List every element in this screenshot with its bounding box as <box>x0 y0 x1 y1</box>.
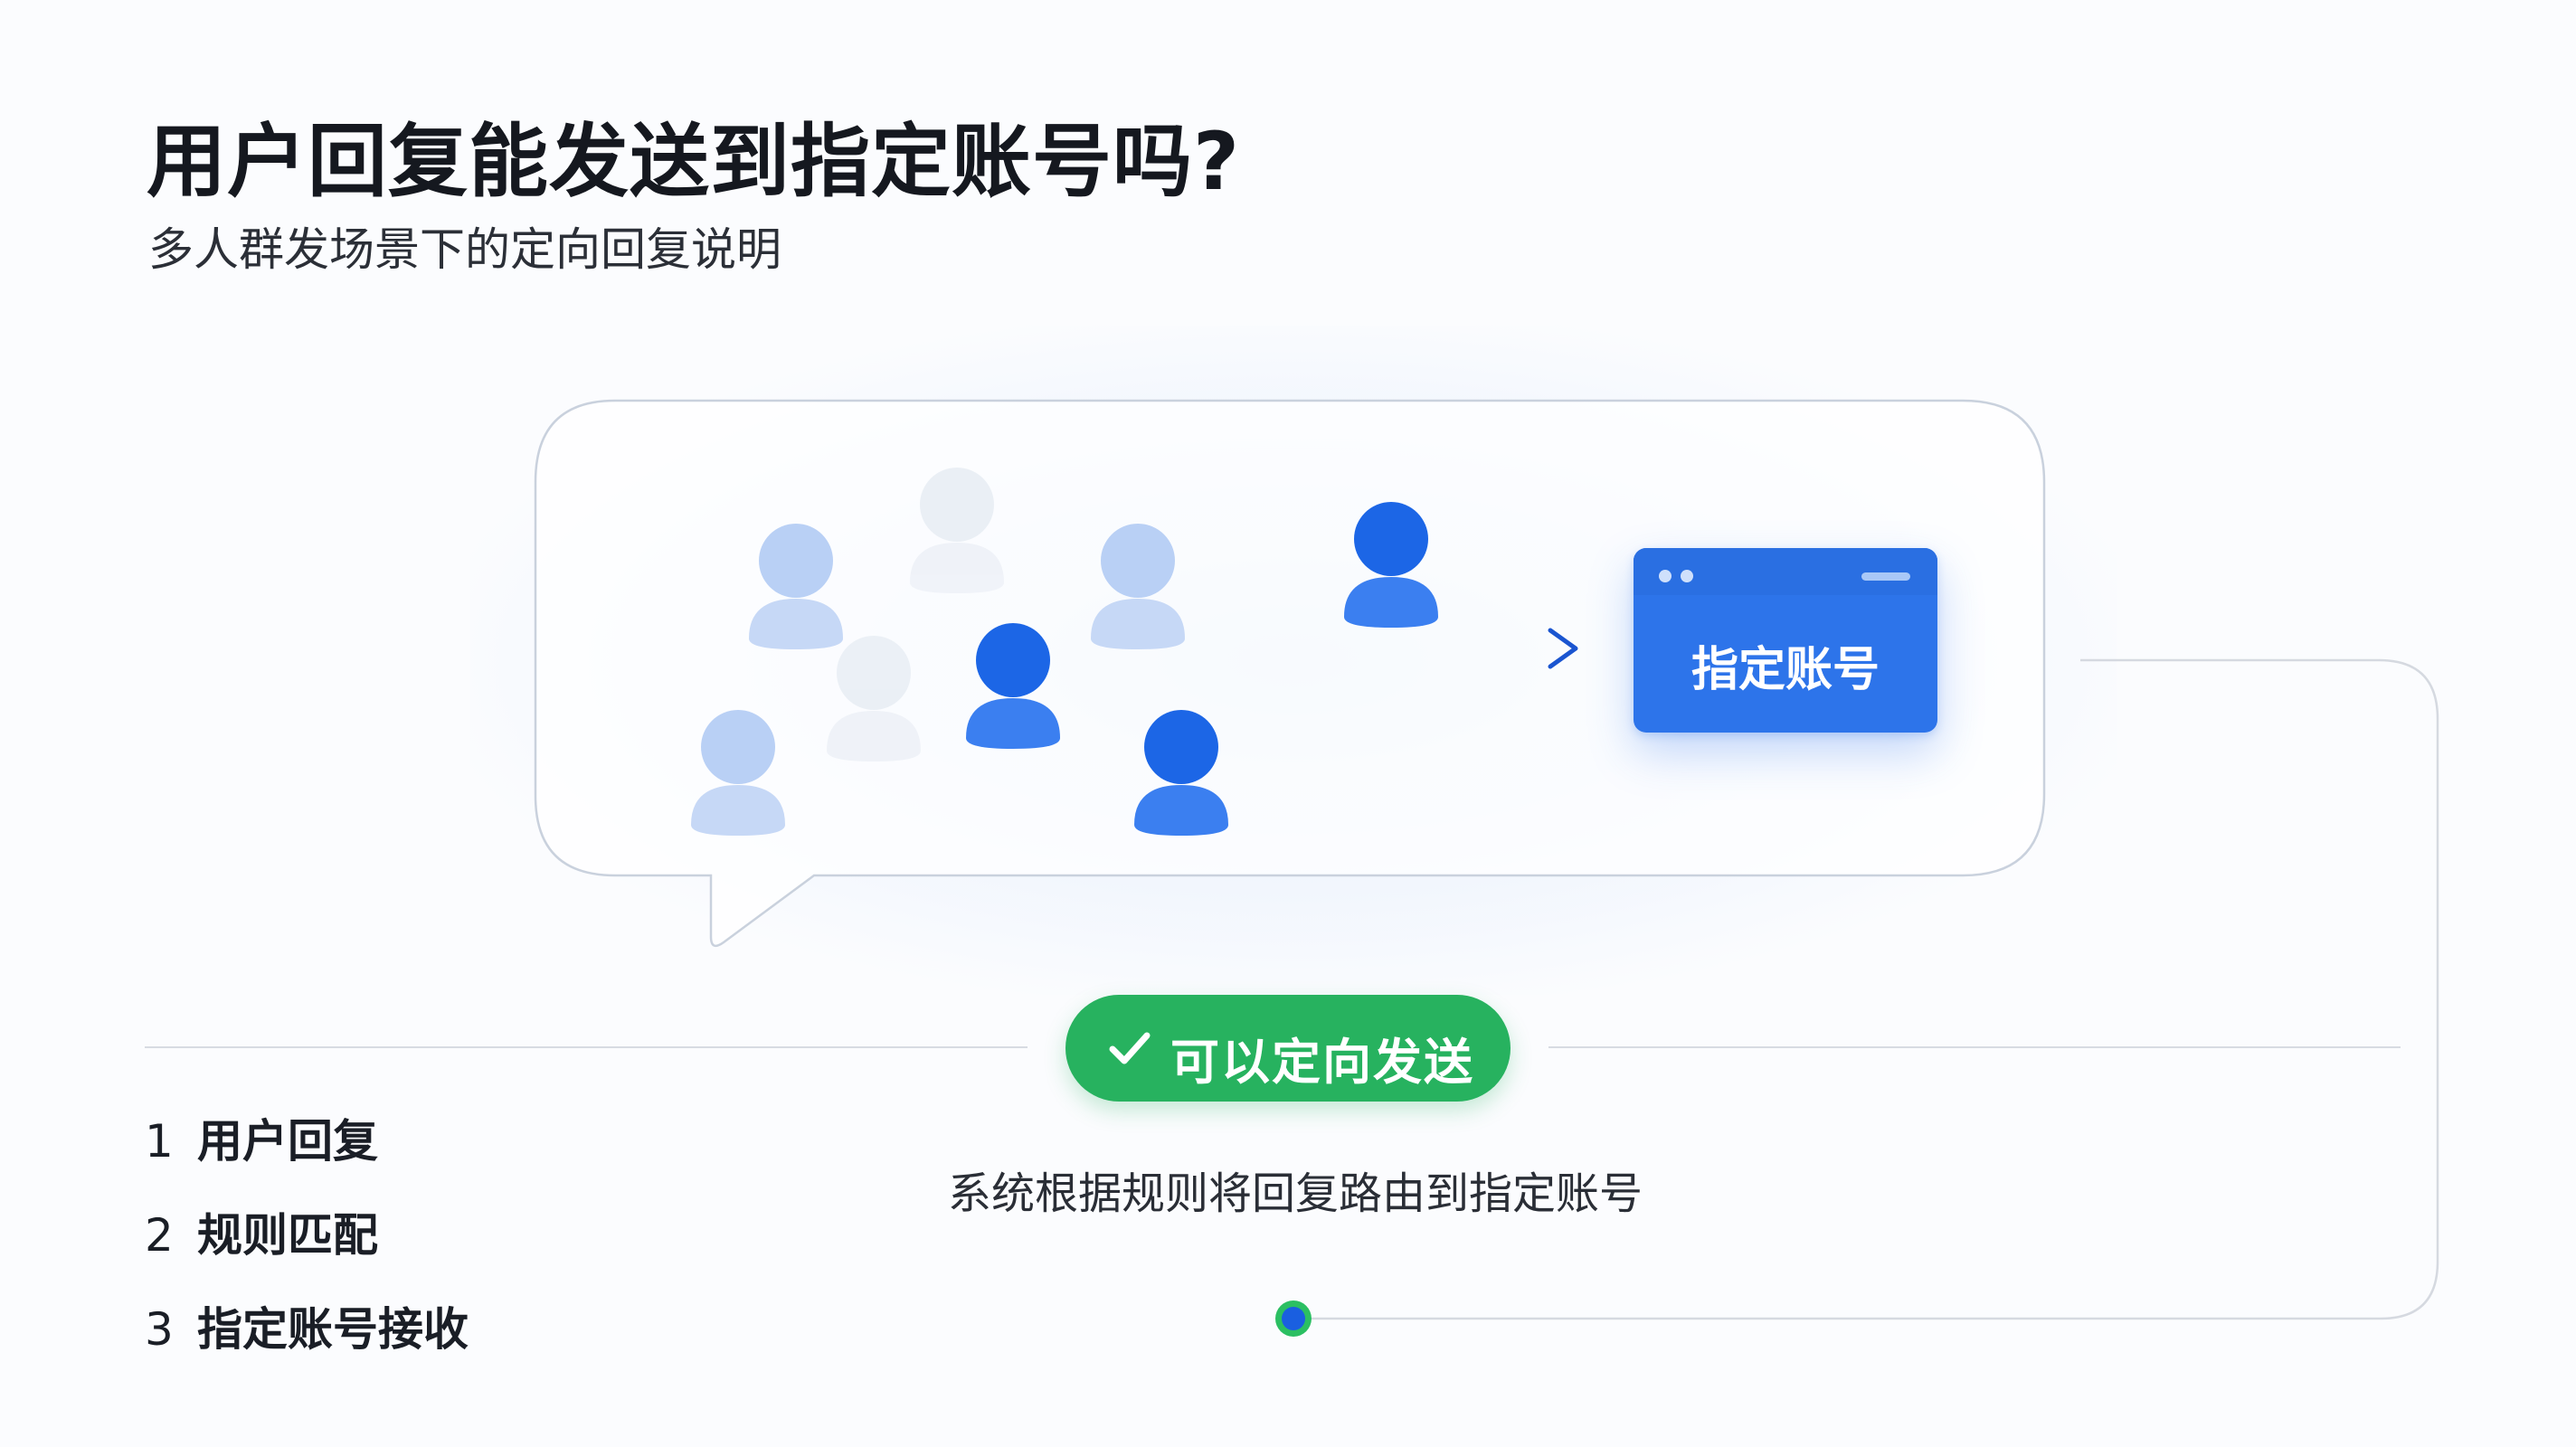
speech-bubble <box>534 399 2046 948</box>
step-number: 3 <box>145 1303 174 1356</box>
connector-line <box>1295 658 2439 1320</box>
user-avatar-icon <box>1091 524 1185 649</box>
arrow-head-icon <box>1548 628 1578 669</box>
user-avatar-icon <box>827 636 921 761</box>
user-avatar-icon <box>749 524 843 649</box>
check-icon <box>1109 1032 1151 1064</box>
step-label: 用户回复 <box>197 1115 378 1168</box>
card-titlebar <box>1634 548 1937 595</box>
user-avatar-icon <box>910 468 1004 593</box>
step-item: 1 用户回复 <box>145 1105 378 1170</box>
status-caption: 系统根据规则将回复路由到指定账号 <box>948 1168 1643 1219</box>
step-number: 1 <box>145 1115 174 1168</box>
page-subtitle: 多人群发场景下的定向回复说明 <box>148 223 781 276</box>
status-badge-label: 可以定向发送 <box>1170 1034 1474 1091</box>
user-avatar-icon <box>691 710 785 836</box>
status-badge: 可以定向发送 <box>1065 995 1511 1102</box>
user-avatar-icon <box>1134 710 1228 836</box>
user-group <box>691 468 1438 836</box>
window-dot-icon <box>1681 570 1693 582</box>
progress-marker-core <box>1282 1307 1305 1330</box>
user-avatar-icon <box>966 623 1060 749</box>
page-title: 用户回复能发送到指定账号吗? <box>147 115 1241 208</box>
step-label: 规则匹配 <box>197 1209 378 1262</box>
step-item: 2 规则匹配 <box>145 1199 378 1264</box>
window-dot-icon <box>1659 570 1672 582</box>
step-number: 2 <box>145 1209 174 1262</box>
target-account-card: 指定账号 <box>1634 548 1937 733</box>
user-avatar-icon <box>1344 502 1438 628</box>
card-label: 指定账号 <box>1690 643 1880 697</box>
step-label: 指定账号接收 <box>197 1303 469 1356</box>
step-item: 3 指定账号接收 <box>145 1293 469 1358</box>
window-menu-icon <box>1861 572 1910 581</box>
